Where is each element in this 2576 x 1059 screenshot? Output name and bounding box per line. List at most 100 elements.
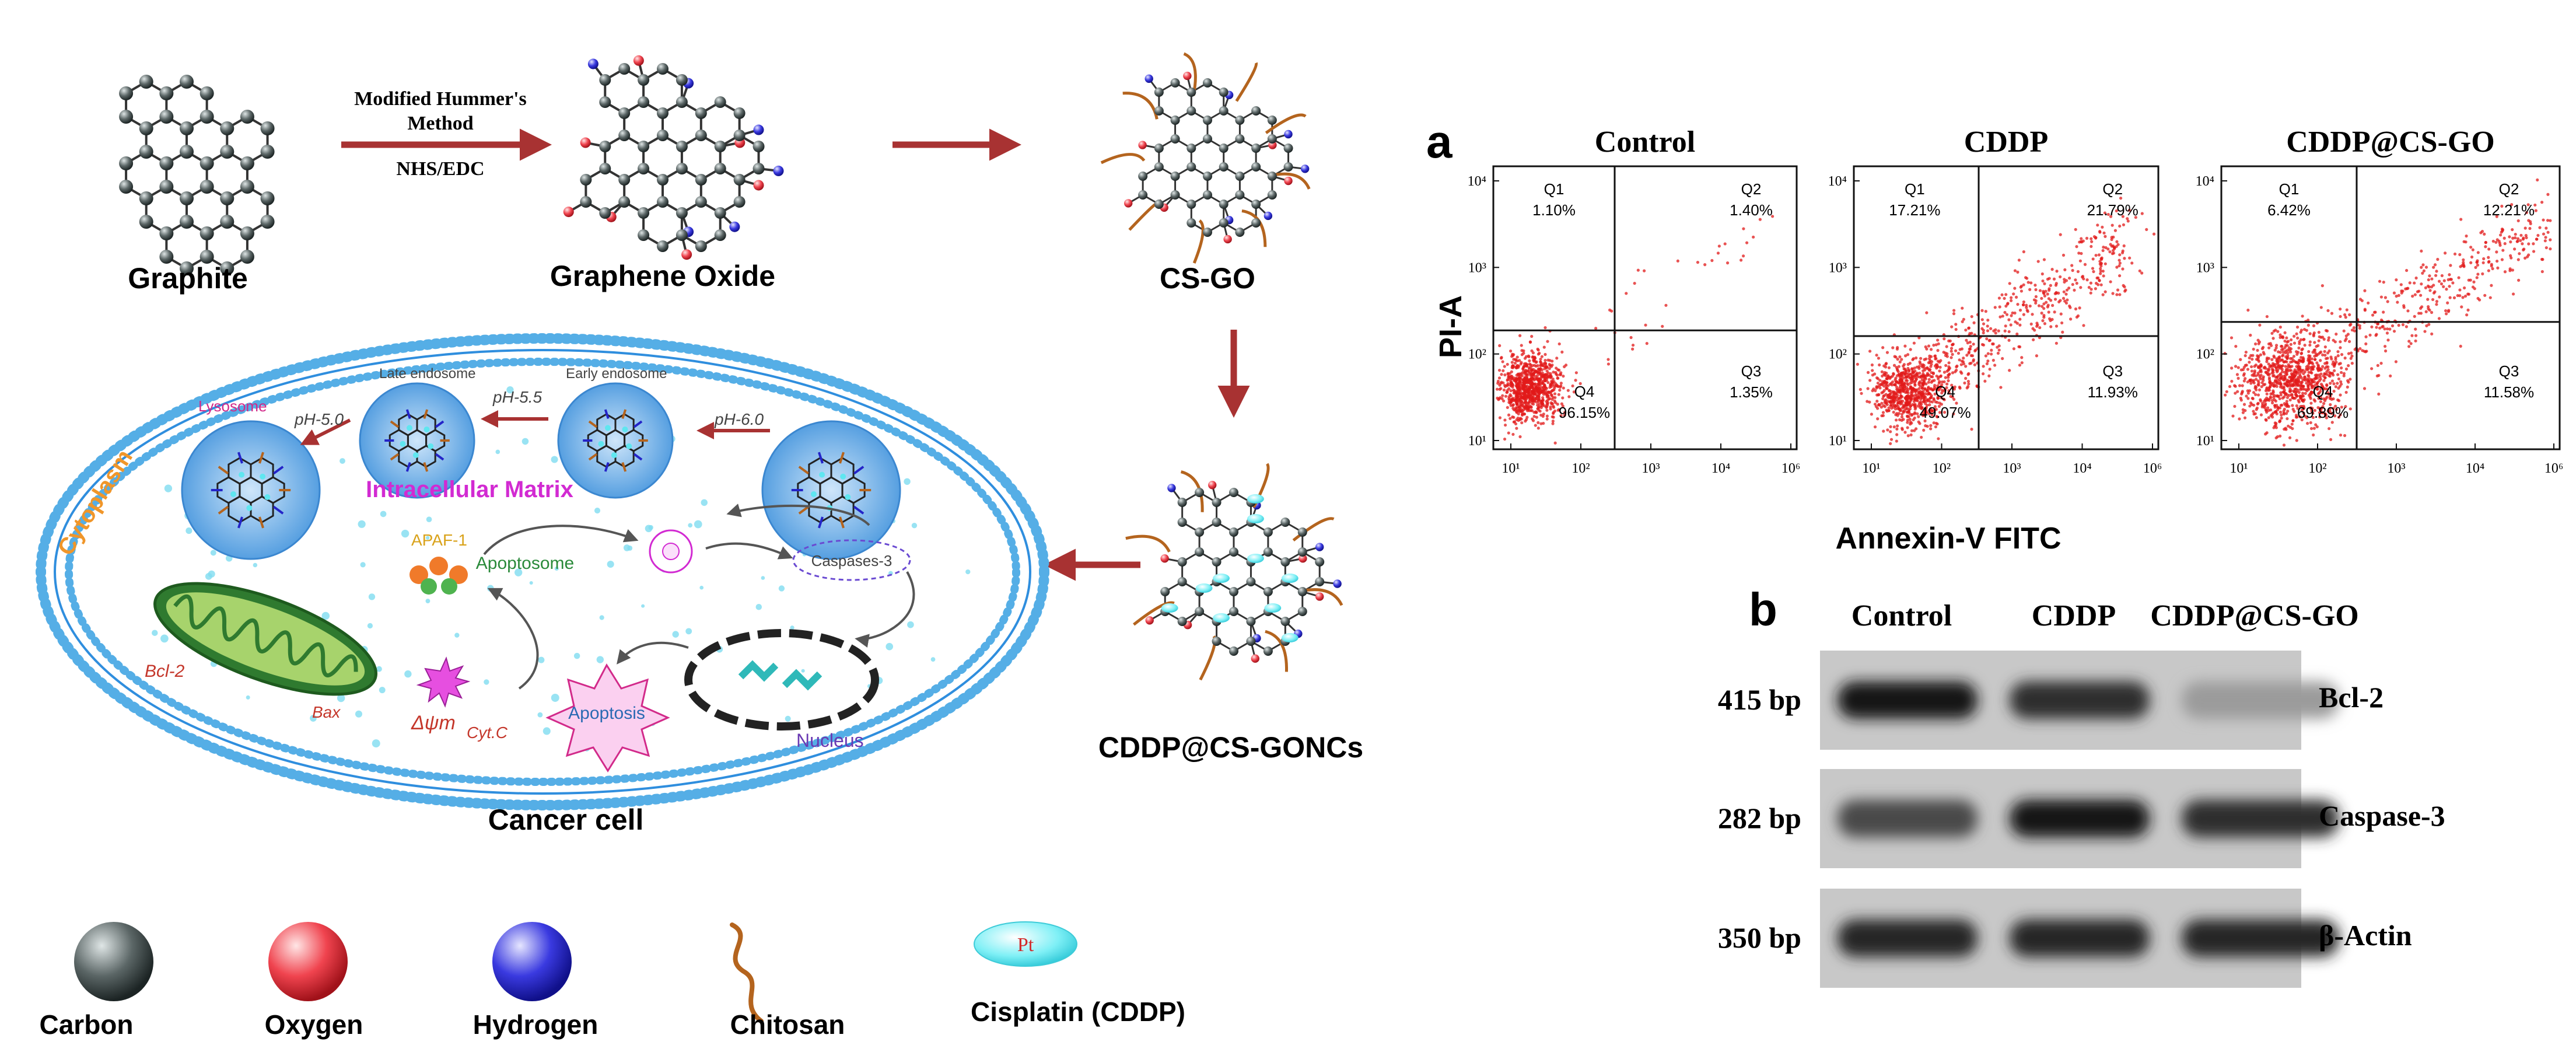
q4-label-value: 96.15% <box>1559 404 1610 421</box>
x-tick-label: 10² <box>1572 461 1590 476</box>
graphene-oxide-structure <box>563 55 784 260</box>
q4-label-value: 49.07% <box>1920 404 1971 421</box>
x-tick-label: 10² <box>2308 461 2326 476</box>
q1-label-value: 17.21% <box>1889 201 1940 219</box>
x-tick-label: 10⁴ <box>1712 461 1730 476</box>
y-tick-label: 10² <box>1829 347 1847 362</box>
ph-50-label: pH-5.0 <box>294 410 344 428</box>
lane-label: CDDP@CS-GO <box>2150 599 2358 632</box>
legend-chitosan-label: Chitosan <box>730 1009 845 1040</box>
q3-label-value: 1.35% <box>1730 383 1773 401</box>
gel-band <box>2010 800 2150 837</box>
legend-oxygen-label: Oxygen <box>265 1009 363 1040</box>
q2-label-value: 21.79% <box>2087 201 2138 219</box>
x-tick-label: 10¹ <box>1862 461 1880 476</box>
intracellular-matrix-label: Intracellular Matrix <box>366 477 573 502</box>
early-endosome-vesicle <box>557 382 674 499</box>
flow-plot-title: CDDP@CS-GO <box>2286 125 2494 159</box>
x-tick-label: 10¹ <box>2230 461 2248 476</box>
scatter-points <box>2223 178 2552 447</box>
mitochondrion <box>153 582 377 696</box>
scatter-points <box>1856 197 2156 445</box>
cell-membrane-outer <box>36 333 1049 810</box>
q4-label: Q4 <box>2313 383 2333 400</box>
q1-label-value: 1.10% <box>1532 201 1576 219</box>
x-tick-label: 10⁶ <box>1782 461 1800 476</box>
caspase-label: Caspases-3 <box>811 552 892 569</box>
gel-band <box>2010 681 2150 719</box>
q3-label-value: 11.93% <box>2088 383 2138 401</box>
cancer-cell: Bcl-2 Bax Δψm Cyt.C Lysosome Late endoso… <box>36 333 1049 810</box>
gel-band <box>2010 920 2150 957</box>
q2-label-value: 1.40% <box>1730 201 1773 219</box>
pathway-arrow-5 <box>616 641 689 665</box>
bcl2-label: Bcl-2 <box>145 662 185 681</box>
scatter-points <box>1495 215 1774 445</box>
legend-carbon-label: Carbon <box>40 1009 134 1040</box>
gel-band <box>1838 800 1978 837</box>
method-label-line1: Modified Hummer's <box>354 88 527 110</box>
apaf-label: APAF-1 <box>411 531 467 549</box>
apoptosis-burst <box>545 663 670 773</box>
gel-band <box>1838 920 1978 957</box>
pathway-arrow-6 <box>726 504 870 526</box>
apaf-cluster <box>410 557 468 595</box>
band-size-label: 415 bp <box>1718 683 1801 716</box>
graphite-label: Graphite <box>128 262 248 295</box>
pathway-arrow-4 <box>855 571 915 648</box>
panel-a-letter: a <box>1426 116 1452 167</box>
gel-band <box>2182 920 2339 957</box>
starburst-icon <box>416 656 471 708</box>
panel-a-xlabel: Annexin-V FITC <box>1835 522 2061 555</box>
plot-frame <box>1492 165 1798 450</box>
cddp-cs-go-structure <box>1125 463 1343 681</box>
gel-band <box>2182 681 2339 719</box>
gel-band <box>2182 800 2339 837</box>
delta-psi-label: Δψm <box>411 712 456 734</box>
molecular-structures <box>119 52 1343 681</box>
q2-label-value: 12.21% <box>2483 201 2535 219</box>
q2-label: Q2 <box>2102 180 2123 198</box>
gene-label: Caspase-3 <box>2319 799 2445 832</box>
nucleus-label: Nucleus <box>796 730 864 751</box>
panel-b-letter: b <box>1749 583 1777 635</box>
y-tick-label: 10³ <box>2196 260 2214 275</box>
bax-label: Bax <box>312 703 341 721</box>
y-tick-label: 10³ <box>1468 260 1486 275</box>
y-tick-label: 10¹ <box>2196 434 2214 449</box>
cancer-cell-label: Cancer cell <box>488 803 644 836</box>
band-size-label: 350 bp <box>1718 921 1801 954</box>
ph-60-label: pH-6.0 <box>714 410 764 428</box>
q4-label: Q4 <box>1935 383 1955 400</box>
x-tick-label: 10¹ <box>1502 461 1520 476</box>
cisplatin-icon <box>974 921 1077 967</box>
lane-label: CDDP <box>2032 599 2116 632</box>
flow-plot-title: CDDP <box>1964 125 2048 159</box>
x-tick-label: 10³ <box>2003 461 2021 476</box>
nanocomposite-label: CDDP@CS-GONCs <box>1098 731 1363 764</box>
y-tick-label: 10⁴ <box>2196 174 2214 189</box>
x-tick-label: 10⁶ <box>2544 461 2563 476</box>
q1-label: Q1 <box>2279 180 2300 198</box>
q3-label: Q3 <box>1741 362 1762 380</box>
y-tick-label: 10² <box>1468 347 1486 362</box>
y-tick-label: 10³ <box>1829 260 1847 275</box>
gene-label: Bcl-2 <box>2319 681 2384 714</box>
x-tick-label: 10⁴ <box>2466 461 2484 476</box>
late-endosome-label: Late endosome <box>379 366 475 382</box>
q4-label-value: 69.89% <box>2297 404 2348 421</box>
graphene-oxide-label: Graphene Oxide <box>550 260 775 292</box>
carbon-icon <box>74 922 153 1001</box>
q1-label: Q1 <box>1905 180 1925 198</box>
panel-a-ylabel: PI-A <box>1433 295 1468 358</box>
q1-label-value: 6.42% <box>2267 201 2311 219</box>
lysosome-vesicle <box>181 420 321 560</box>
pathway-arrow-3 <box>705 542 793 560</box>
cell-membrane-inner <box>65 358 1020 786</box>
pathway-arrow-1 <box>487 588 539 690</box>
y-tick-label: 10⁴ <box>1828 174 1847 189</box>
